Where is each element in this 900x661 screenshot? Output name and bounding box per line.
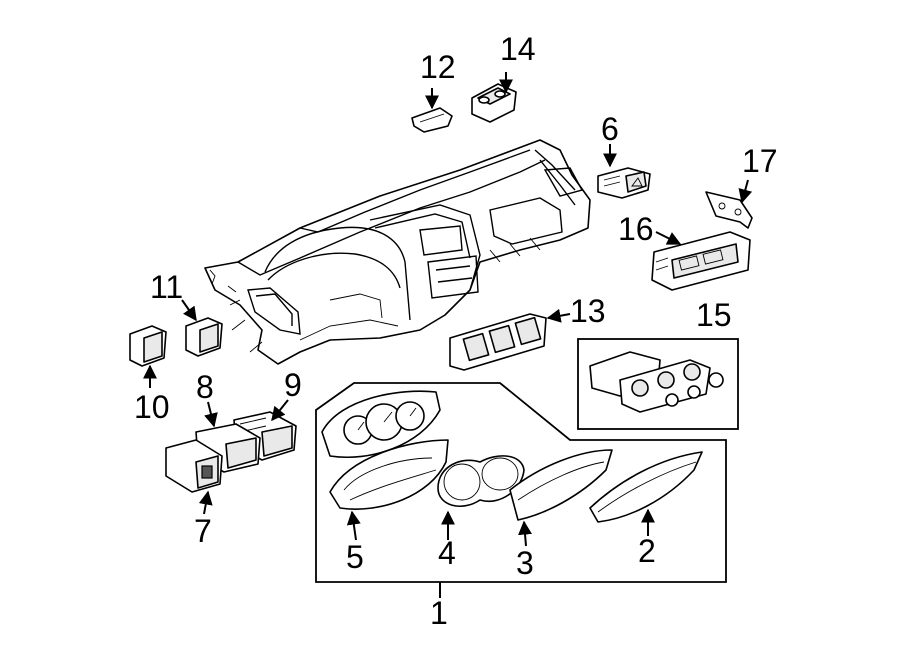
label-8: 8 [196,369,214,405]
part-15-box [577,338,739,430]
part-2-lens [589,451,703,523]
part-3-mask [509,449,613,521]
part-12-cover [411,107,453,133]
label-6: 6 [601,111,619,147]
label-14: 14 [500,31,536,67]
label-17: 17 [742,143,778,179]
label-13: 13 [570,293,606,329]
label-4: 4 [438,535,456,571]
label-12: 12 [420,49,456,85]
part-5-cluster-case [321,390,449,510]
part-14-switch [471,83,517,123]
label-7: 7 [194,513,212,549]
label-5: 5 [346,539,364,575]
label-9: 9 [284,367,302,403]
leader-arrows [143,72,753,598]
part-16-climate-unit [651,231,751,291]
label-1: 1 [430,595,448,631]
part-6-hazard-switch [597,167,651,199]
part-17-bracket [705,191,753,229]
label-15: 15 [696,297,732,333]
label-10: 10 [134,389,170,425]
part-11-switch [185,317,223,357]
label-16: 16 [618,211,654,247]
label-2: 2 [638,533,656,569]
instrument-panel [204,139,591,365]
part-1-box [315,382,727,583]
label-3: 3 [516,545,534,581]
part-7-switch-assembly [165,439,223,493]
label-11: 11 [150,269,183,305]
part-13-switch-bezel [449,313,547,371]
part-10-switch [129,325,167,367]
part-4-dial-plate [437,455,525,508]
callout-labels: 12 14 6 17 16 13 15 11 10 8 9 7 5 4 3 2 … [134,31,778,631]
part-15-climate-control [589,351,724,413]
